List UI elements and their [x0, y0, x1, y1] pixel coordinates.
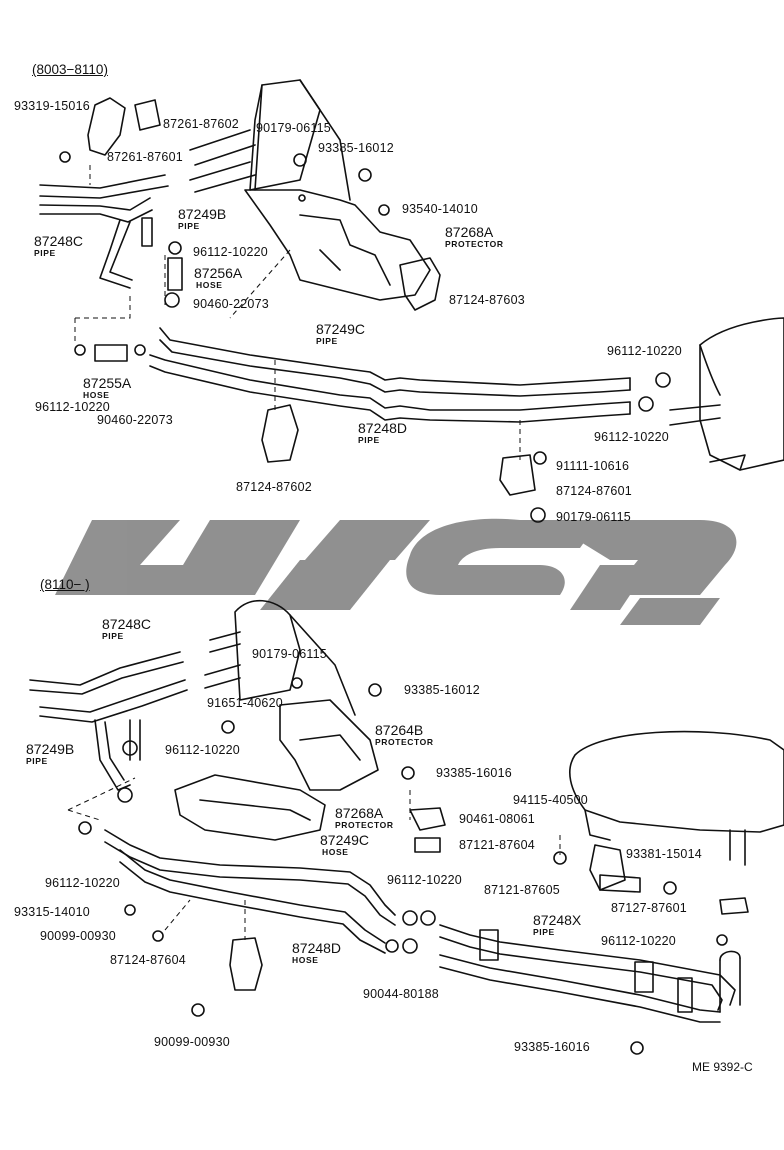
pipe-87249c-top — [159, 327, 631, 386]
part-label: 93319-15016 — [14, 99, 90, 113]
part-label: 96112-10220 — [193, 245, 268, 259]
pipe-87248c-bottom — [29, 651, 181, 686]
part-label: 94115-40500 — [513, 793, 588, 807]
part-desc: PIPE — [178, 221, 200, 231]
tank-bottom-right — [569, 730, 784, 833]
part-label: 87249C — [320, 832, 370, 848]
part-label: 87261-87601 — [107, 150, 183, 164]
part-label: 87124-87603 — [449, 293, 525, 307]
part-label: 87124-87604 — [110, 953, 186, 967]
part-label: 87248C — [102, 616, 152, 632]
hose-87248d-bottom — [119, 849, 386, 944]
part-label: 96112-10220 — [594, 430, 669, 444]
part-label: 93381-15014 — [626, 847, 702, 861]
part-desc: HOSE — [322, 847, 349, 857]
part-label: 87255A — [83, 375, 132, 391]
part-label: 87124-87602 — [236, 480, 312, 494]
part-label: 90179-06115 — [252, 647, 327, 661]
part-desc: PROTECTOR — [375, 737, 434, 747]
part-label: 87248D — [358, 420, 408, 436]
part-desc: HOSE — [83, 390, 110, 400]
part-label: 87248D — [292, 940, 342, 956]
part-label: 87248C — [34, 233, 84, 249]
part-label: 87256A — [194, 265, 243, 281]
section-header-late: (8110− ) — [40, 577, 90, 592]
part-label: 96112-10220 — [45, 876, 120, 890]
part-desc: PROTECTOR — [335, 820, 394, 830]
pipe-87248x — [439, 924, 736, 1006]
part-label: 90461-08061 — [459, 812, 535, 826]
part-desc: PIPE — [102, 631, 124, 641]
part-label: 90099-00930 — [154, 1035, 230, 1049]
part-label: 93385-16012 — [318, 141, 394, 155]
part-label: 90099-00930 — [40, 929, 116, 943]
part-label: 87264B — [375, 722, 424, 738]
part-label: 87121-87605 — [484, 883, 560, 897]
part-desc: PIPE — [316, 336, 338, 346]
part-label: 96112-10220 — [607, 344, 682, 358]
part-label: 93540-14010 — [402, 202, 478, 216]
part-desc: HOSE — [196, 280, 223, 290]
part-label: 96112-10220 — [387, 873, 462, 887]
part-label: 90460-22073 — [97, 413, 173, 427]
part-label: 87268A — [335, 805, 384, 821]
part-desc: HOSE — [292, 955, 319, 965]
part-desc: PIPE — [34, 248, 56, 258]
part-label: 90179-06115 — [256, 121, 331, 135]
part-label: 93315-14010 — [14, 905, 90, 919]
part-label: 96112-10220 — [165, 743, 240, 757]
part-label: 87261-87602 — [163, 117, 239, 131]
part-label: 87268A — [445, 224, 494, 240]
protector-87264b — [279, 699, 379, 791]
part-desc: PIPE — [358, 435, 380, 445]
part-label: 87127-87601 — [611, 901, 687, 915]
section-header-early: (8003−8110) — [32, 62, 108, 77]
protector-87268a-bottom — [174, 774, 326, 841]
part-label: 91111-10616 — [556, 459, 630, 473]
part-desc: PIPE — [533, 927, 555, 937]
part-desc: PROTECTOR — [445, 239, 504, 249]
part-label: 87249C — [316, 321, 366, 337]
part-label: 87248X — [533, 912, 582, 928]
part-label: 90044-80188 — [363, 987, 439, 1001]
part-label: 91651-40620 — [207, 696, 283, 710]
tank-top-right — [699, 317, 784, 471]
part-label: 93385-16012 — [404, 683, 480, 697]
part-label: 93385-16016 — [514, 1040, 590, 1054]
part-label: 87249B — [26, 741, 75, 757]
part-desc: PIPE — [26, 756, 48, 766]
part-label: 87121-87604 — [459, 838, 535, 852]
part-label: 96112-10220 — [601, 934, 676, 948]
part-label: 87249B — [178, 206, 227, 222]
part-label: 96112-10220 — [35, 400, 110, 414]
diagram-reference: ME 9392-C — [692, 1060, 753, 1074]
watermark-logo — [55, 518, 737, 625]
hose-87249c-bottom — [104, 829, 396, 916]
part-label: 90460-22073 — [193, 297, 269, 311]
pipe-87248d-top — [149, 354, 631, 411]
part-label: 93385-16016 — [436, 766, 512, 780]
protector-87268a-top — [244, 189, 431, 301]
bracket-87124-87604 — [229, 937, 263, 991]
part-label: 87124-87601 — [556, 484, 632, 498]
part-label: 90179-06115 — [556, 510, 631, 524]
